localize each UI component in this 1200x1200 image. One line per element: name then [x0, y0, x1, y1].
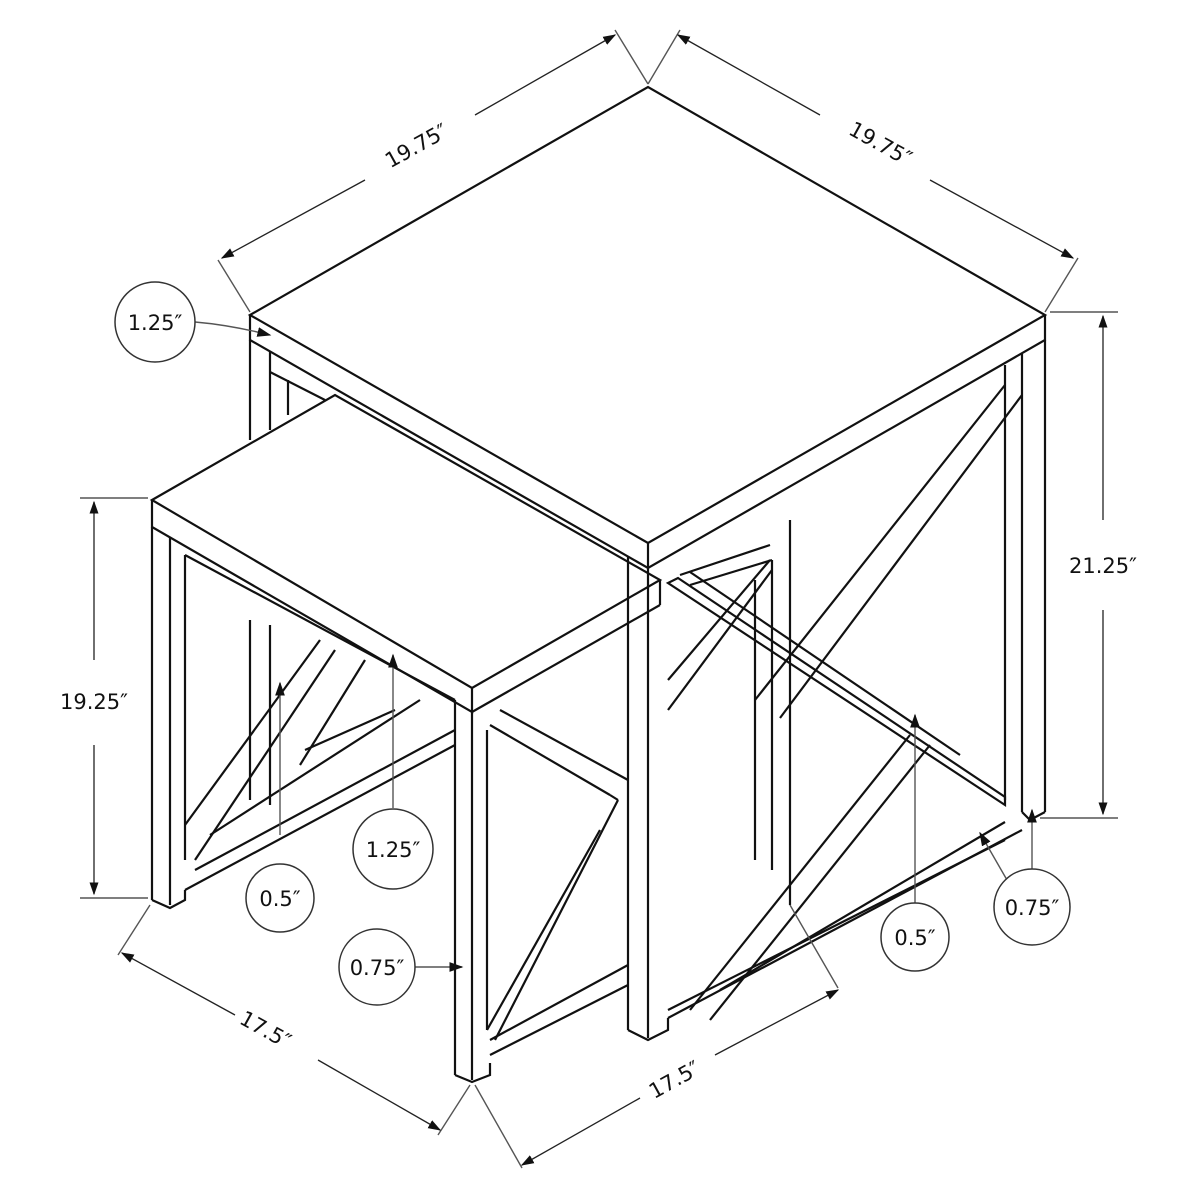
callout-small-leg — [338, 928, 416, 1006]
callout-small-brace — [245, 863, 315, 933]
small-depth-label: 17.5″ — [645, 1056, 705, 1104]
large-width-label: 19.75″ — [381, 119, 452, 173]
callout-label-small-top: 1.25″ — [366, 838, 421, 862]
dimension-lines — [80, 29, 1118, 1169]
callout-small-top-thickness — [352, 808, 434, 890]
large-table — [247, 85, 1048, 1042]
callout-label-large-top: 1.25″ — [128, 311, 183, 335]
callout-large-brace — [880, 902, 950, 972]
large-height-label: 21.25″ — [1069, 554, 1137, 578]
small-width-label: 17.5″ — [236, 1006, 296, 1054]
small-height-label: 19.25″ — [60, 690, 128, 714]
callout-leaders — [194, 321, 1037, 972]
small-table — [149, 393, 663, 1084]
large-depth-label: 19.75″ — [845, 117, 916, 171]
callout-label-large-brace: 0.5″ — [894, 926, 935, 950]
callout-large-top-thickness — [114, 281, 196, 363]
callout-large-leg — [993, 868, 1071, 946]
callout-label-small-brace: 0.5″ — [259, 887, 300, 911]
callout-label-small-leg: 0.75″ — [350, 956, 405, 980]
callout-label-large-leg: 0.75″ — [1005, 896, 1060, 920]
